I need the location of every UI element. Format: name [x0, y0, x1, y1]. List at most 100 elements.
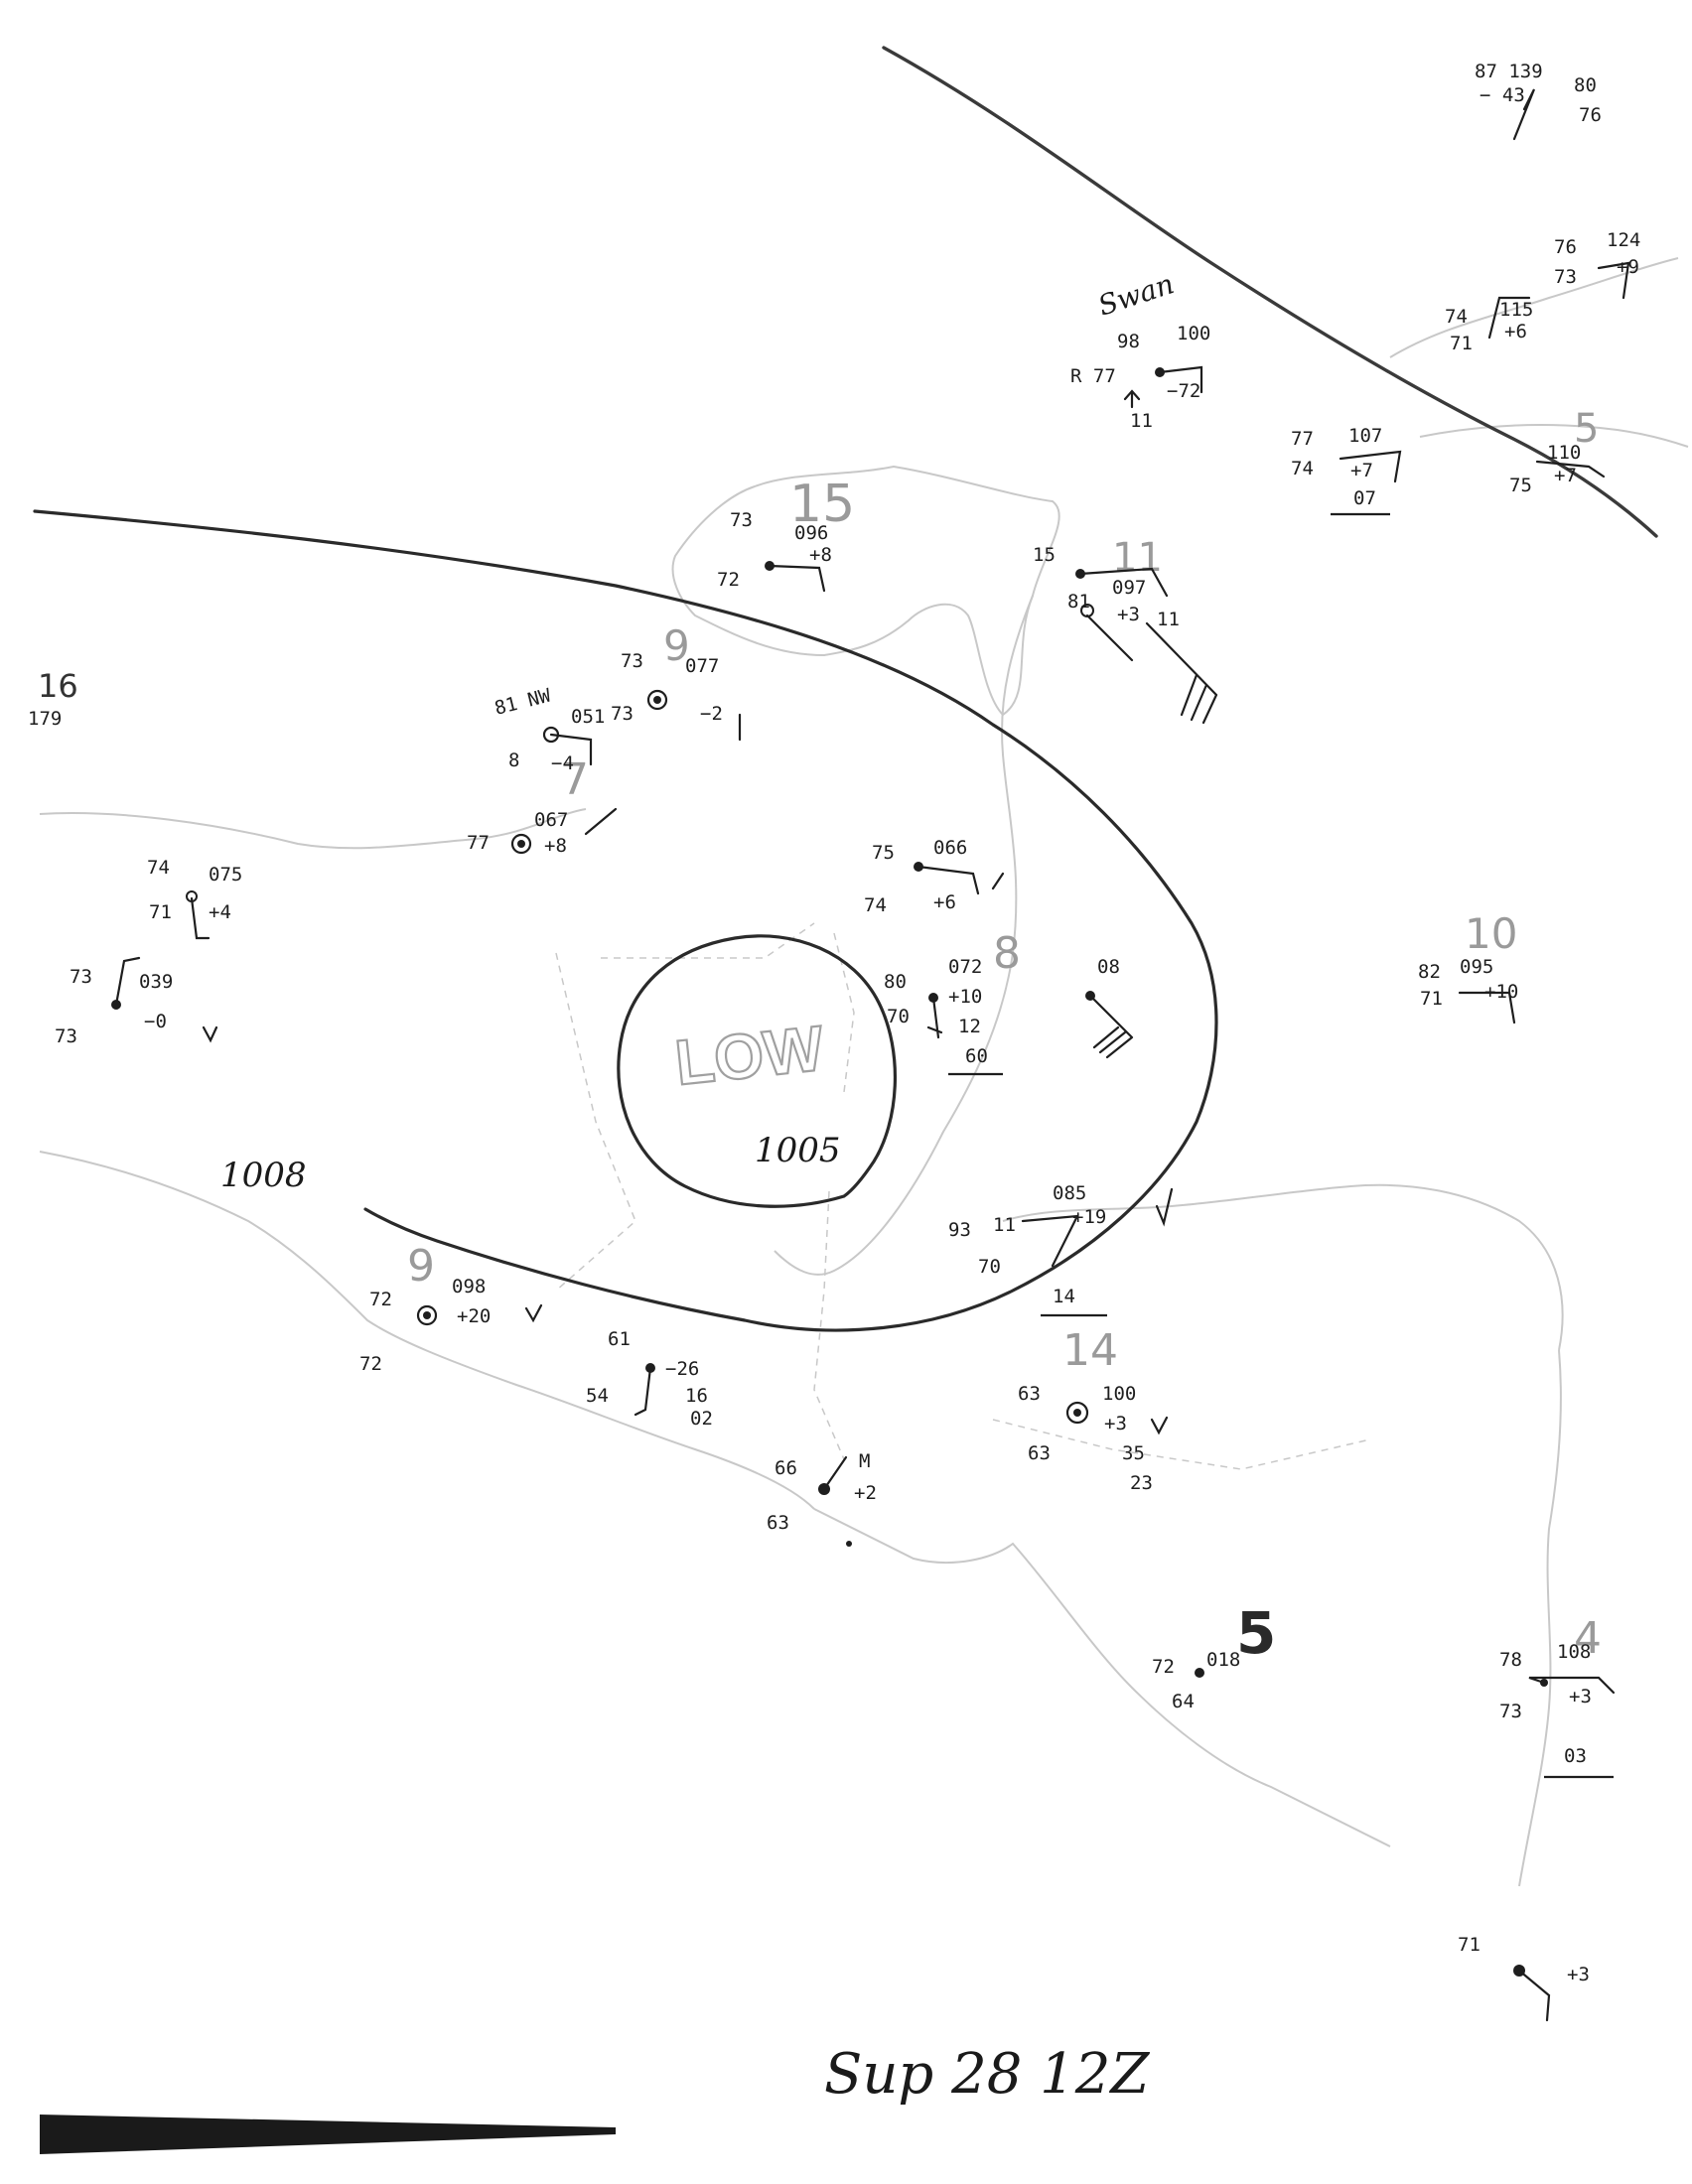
station-model: 08 [1085, 956, 1134, 1059]
svg-text:107: 107 [1348, 425, 1382, 447]
central-america-coast [813, 1508, 1391, 1847]
svg-text:+10: +10 [948, 986, 982, 1008]
svg-text:02: 02 [690, 1408, 713, 1430]
svg-text:08: 08 [1097, 956, 1120, 978]
svg-text:81: 81 [1067, 591, 1090, 613]
svg-text:108: 108 [1557, 1641, 1591, 1663]
svg-text:15: 15 [1033, 544, 1056, 566]
svg-text:71: 71 [1420, 988, 1443, 1010]
svg-text:35: 35 [1122, 1442, 1145, 1464]
border-guatemala-honduras [813, 1190, 845, 1460]
svg-text:+7: +7 [1350, 460, 1373, 481]
zone-number: 8 [993, 928, 1021, 979]
station-model: 74 115 71 +6 [1445, 296, 1533, 354]
svg-text:124: 124 [1607, 229, 1640, 251]
svg-text:+8: +8 [809, 544, 832, 566]
svg-text:+3: +3 [1117, 604, 1140, 625]
station-model: 76 124 73 +9 [1554, 229, 1640, 300]
svg-text:179: 179 [28, 708, 62, 730]
svg-text:− 43: − 43 [1480, 84, 1525, 106]
svg-text:110: 110 [1547, 442, 1581, 464]
honduras-coast [1002, 1183, 1564, 1351]
svg-text:80: 80 [884, 971, 907, 993]
svg-text:76: 76 [1554, 236, 1577, 258]
svg-text:80: 80 [1574, 74, 1597, 96]
zone-number: 16 [38, 667, 78, 705]
svg-text:+4: +4 [209, 901, 231, 923]
zone-number: 9 [407, 1241, 435, 1292]
svg-text:+6: +6 [933, 891, 956, 913]
station-model: 87 139 − 43 80 76 [1475, 61, 1602, 141]
svg-text:98: 98 [1117, 331, 1140, 352]
svg-text:−26: −26 [665, 1358, 699, 1380]
station-model: 77 067 +8 [467, 807, 618, 857]
svg-text:067: 067 [534, 809, 568, 831]
svg-text:+20: +20 [457, 1305, 491, 1327]
station-model: 98 100 R 77 −72 11 [1070, 323, 1210, 432]
svg-text:097: 097 [1112, 577, 1146, 599]
low-pressure-value: 1005 [755, 1131, 841, 1170]
bahamas-coast [1389, 257, 1679, 358]
svg-text:64: 64 [1172, 1691, 1195, 1712]
station-model: 179 [28, 708, 62, 730]
zone-number: 10 [1465, 909, 1517, 958]
svg-text:115: 115 [1499, 299, 1533, 321]
svg-text:74: 74 [147, 857, 170, 879]
hispaniola-coast [1419, 424, 1689, 448]
svg-text:81 NW: 81 NW [493, 685, 553, 720]
svg-text:73: 73 [70, 966, 92, 988]
svg-text:−72: −72 [1167, 380, 1200, 402]
station-model: 78 108 73 +3 03 [1499, 1641, 1616, 1779]
svg-text:72: 72 [369, 1289, 392, 1310]
svg-text:73: 73 [611, 703, 634, 725]
svg-text:66: 66 [775, 1457, 797, 1479]
scan-edge [40, 2115, 616, 2154]
svg-text:R 77: R 77 [1070, 365, 1116, 387]
svg-text:73: 73 [55, 1025, 77, 1047]
svg-text:8: 8 [508, 750, 519, 771]
svg-text:63: 63 [1018, 1383, 1041, 1405]
station-model: 110 75 +7 [1509, 442, 1606, 496]
station-model: 73 039 73 −0 [55, 956, 218, 1047]
svg-text:098: 098 [452, 1276, 486, 1297]
svg-text:+3: +3 [1104, 1413, 1127, 1434]
svg-text:11: 11 [993, 1214, 1016, 1236]
svg-text:11: 11 [1130, 410, 1153, 432]
svg-text:−0: −0 [144, 1011, 167, 1032]
svg-text:095: 095 [1460, 956, 1493, 978]
zone-number: 9 [663, 621, 690, 670]
svg-text:07: 07 [1353, 487, 1376, 509]
svg-text:82: 82 [1418, 961, 1441, 983]
zone-number: 14 [1062, 1325, 1118, 1376]
border-yucatan [601, 922, 815, 959]
svg-text:077: 077 [685, 655, 719, 677]
low-label: LOW [671, 1011, 829, 1099]
svg-text:100: 100 [1102, 1383, 1136, 1405]
isobar-value-1008: 1008 [220, 1156, 307, 1195]
coastlines [39, 257, 1689, 1887]
svg-text:74: 74 [1445, 306, 1468, 328]
station-model: 77 107 74 +7 07 [1291, 425, 1402, 516]
svg-text:77: 77 [1291, 428, 1314, 450]
svg-text:74: 74 [1291, 458, 1314, 479]
svg-text:61: 61 [608, 1328, 631, 1350]
isobar-1005 [617, 934, 897, 1208]
station-model: 61 −26 54 16 02 [586, 1328, 713, 1430]
svg-text:+7: +7 [1554, 465, 1577, 486]
svg-text:71: 71 [1450, 333, 1473, 354]
station-models: 87 139 − 43 80 76 76 124 73 +9 74 115 71… [28, 61, 1640, 2022]
svg-text:71: 71 [1458, 1934, 1480, 1956]
svg-text:072: 072 [948, 956, 982, 978]
station-model: 15 097 81 +3 11 [1033, 544, 1218, 725]
svg-text:54: 54 [586, 1385, 609, 1407]
yucatan-coast [774, 595, 1034, 1276]
station-model: 73 096 72 +8 [717, 509, 832, 593]
svg-text:+8: +8 [544, 835, 567, 857]
svg-text:71: 71 [149, 901, 172, 923]
svg-text:73: 73 [621, 650, 643, 672]
zone-number: 5 [1574, 406, 1599, 452]
svg-text:12: 12 [958, 1016, 981, 1037]
front-line [882, 46, 1658, 538]
svg-text:+6: +6 [1504, 321, 1527, 342]
